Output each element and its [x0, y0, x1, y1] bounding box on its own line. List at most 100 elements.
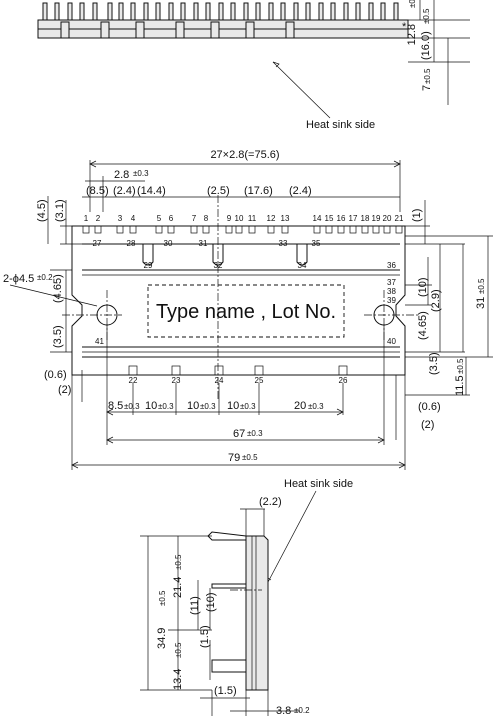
front-pin-pad — [225, 225, 233, 234]
pin-11: 11 — [248, 214, 257, 223]
front-pin-slot — [212, 244, 224, 266]
top-pin-lead — [155, 2, 161, 21]
dim-2-4b: (2.4) — [289, 185, 312, 197]
dim-17-6: (17.6) — [244, 185, 273, 197]
top-pin-lead — [293, 2, 299, 21]
pin-labels-right: 36 37 38 39 40 41 — [95, 261, 396, 346]
top-pin-lead — [230, 2, 236, 21]
pin-41: 41 — [95, 337, 104, 346]
side-pin-mid — [211, 583, 246, 589]
dim-79-tol: ±0.5 — [242, 453, 258, 462]
front-pin-pad — [82, 225, 90, 234]
top-pin-lead — [130, 2, 136, 21]
dim-side-13-4-tol: ±0.5 — [174, 642, 183, 658]
top-pin-lead — [280, 2, 286, 21]
pin-32: 32 — [214, 261, 223, 270]
dim-11-5-tol: ±0.5 — [456, 358, 465, 374]
dim-side-13-4: 13.4 — [172, 669, 184, 690]
top-pin-lead — [343, 2, 349, 21]
top-pin-lead — [143, 2, 149, 21]
dim-67: 67 — [233, 428, 245, 440]
top-pin-lead — [193, 2, 199, 21]
top-pin-lead — [393, 2, 399, 21]
dim-b10a: 10 — [145, 400, 157, 412]
front-pin-pad — [361, 225, 369, 234]
top-pin-lead — [67, 2, 73, 21]
top-pin-lead — [355, 2, 361, 21]
top-pin-lead — [243, 2, 249, 21]
front-pin-bottom — [128, 365, 138, 376]
top-pin-lead — [330, 2, 336, 21]
dim-3-5l: (3.5) — [52, 325, 64, 348]
pin-3: 3 — [118, 214, 123, 223]
dim-10r: (10) — [417, 277, 429, 297]
front-pin-bottom — [338, 365, 348, 376]
dim-side-21-4-tol: ±0.5 — [174, 554, 183, 570]
dim-side-3-8: 3.8 — [276, 705, 291, 717]
front-pin-pad — [267, 225, 275, 234]
dim-side-10: (10) — [205, 592, 217, 612]
dim-11-5: 11.5 — [454, 375, 466, 396]
pin-10: 10 — [235, 214, 244, 223]
dim-pitch-total: 27×2.8(=75.6) — [210, 149, 279, 161]
dim-side-3-8-tol: ±0.2 — [294, 706, 310, 715]
front-pin-pad — [325, 225, 333, 234]
type-name-label: Type name , Lot No. — [156, 301, 336, 323]
pin-15: 15 — [325, 214, 334, 223]
pin-28: 28 — [127, 239, 136, 248]
arrowhead — [106, 436, 114, 444]
pin-6: 6 — [169, 214, 174, 223]
dim-b8-5: 8.5 — [108, 400, 123, 412]
front-pin-pad — [372, 225, 380, 234]
dim-hole-tol: ±0.2 — [37, 273, 53, 282]
pin-16: 16 — [337, 214, 346, 223]
front-pin-bottom — [214, 365, 224, 376]
dim-side-11: (11) — [189, 596, 201, 615]
top-pin-lead — [318, 2, 324, 21]
heat-sink-label-side: Heat sink side — [284, 478, 353, 490]
dim-7-tol: ±0.5 — [423, 68, 432, 84]
dim-hole: 2-ϕ4.5 — [3, 273, 34, 285]
front-pin-pad — [167, 225, 175, 234]
top-pin-body — [60, 21, 70, 39]
pin-8: 8 — [204, 214, 209, 223]
front-pin-pad — [202, 225, 210, 234]
arrowhead — [71, 461, 79, 469]
dim-2-9: (2.9) — [430, 289, 442, 312]
front-pin-pad — [116, 225, 124, 234]
top-pin-body — [100, 21, 110, 39]
dim-2l: (2) — [58, 384, 71, 396]
dim-b10c-tol: ±0.3 — [240, 402, 256, 411]
dim-4-65l: (4.65) — [52, 274, 64, 303]
dimension-arrows — [71, 160, 406, 469]
pin-17: 17 — [349, 214, 358, 223]
pin-14: 14 — [313, 214, 322, 223]
dim-2-5: (2.5) — [207, 185, 230, 197]
pin-38: 38 — [387, 287, 396, 296]
top-pin-body — [175, 21, 185, 39]
pin-labels-row2: 27 28 30 31 33 35 — [93, 239, 321, 248]
pin-37: 37 — [387, 278, 396, 287]
pin-19: 19 — [372, 214, 381, 223]
dim-79: 79 — [228, 452, 240, 464]
arrowhead — [89, 160, 97, 168]
pin-1: 1 — [84, 214, 89, 223]
front-pin-pad — [94, 225, 102, 234]
dim-b10c: 10 — [227, 400, 239, 412]
top-pin-lead — [205, 2, 211, 21]
pin-20: 20 — [383, 214, 392, 223]
dim-16: (16.0) — [420, 31, 432, 60]
dim-4-65r: (4.65) — [417, 311, 429, 340]
top-pin-lead — [380, 2, 386, 21]
front-pin-pad — [190, 225, 198, 234]
dim-b10b-tol: ±0.3 — [200, 402, 216, 411]
dim-0-6r: (0.6) — [418, 401, 441, 413]
top-pin-lead — [92, 2, 98, 21]
dim-side-1-5a: (1.5) — [199, 625, 211, 648]
top-pin-body — [210, 21, 220, 39]
front-pin-pad — [281, 225, 289, 234]
arrowhead — [106, 408, 114, 416]
dim-4-5: (4.5) — [36, 199, 48, 222]
pin-labels-mid: 29 32 34 — [144, 261, 307, 270]
front-pin-pad — [337, 225, 345, 234]
